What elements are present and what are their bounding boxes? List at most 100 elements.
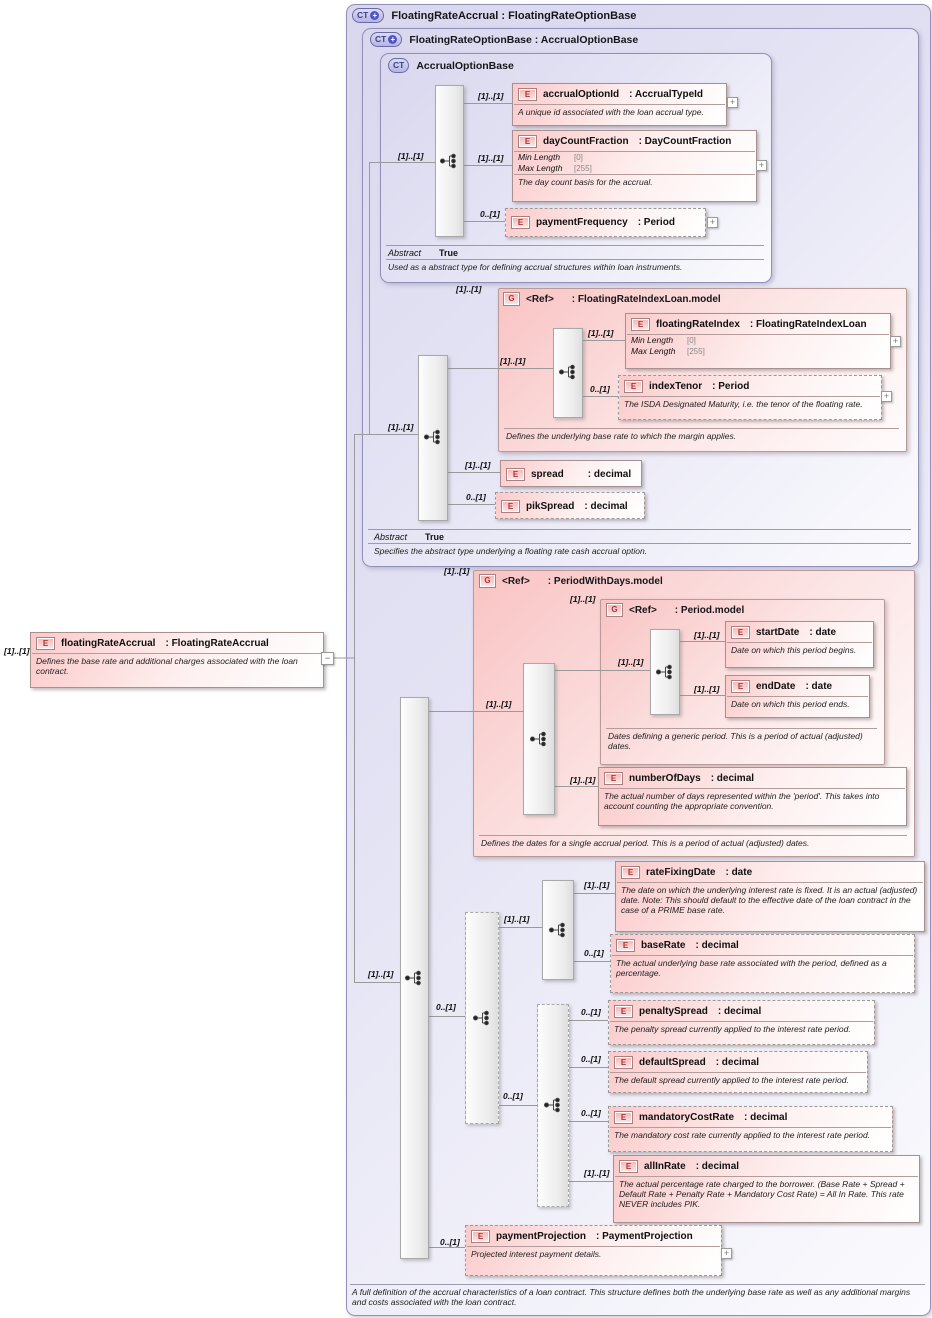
cardinality-label: [1]..[1] xyxy=(478,91,504,101)
element-accrualOptionId[interactable]: E accrualOptionId: AccrualTypeId A uniqu… xyxy=(512,83,727,126)
element-name: defaultSpread xyxy=(639,1056,706,1068)
element-allInRate[interactable]: E allInRate: decimal The actual percenta… xyxy=(613,1155,920,1223)
element-description: The penalty spread currently applied to … xyxy=(614,1024,851,1034)
element-indexTenor[interactable]: E indexTenor: Period The ISDA Designated… xyxy=(618,375,882,420)
cardinality-label: 0..[1] xyxy=(584,948,604,958)
element-pikSpread[interactable]: E pikSpread: decimal xyxy=(495,492,645,519)
sequence-bar-optional-rates xyxy=(465,912,499,1124)
element-type: : PaymentProjection xyxy=(596,1230,693,1242)
element-defaultSpread[interactable]: E defaultSpread: decimal The default spr… xyxy=(608,1051,868,1093)
expand-icon[interactable]: + xyxy=(881,391,892,402)
element-name: accrualOptionId xyxy=(543,88,620,100)
element-paymentProjection[interactable]: E paymentProjection : PaymentProjection P… xyxy=(465,1225,722,1276)
element-spread[interactable]: E spread: decimal xyxy=(500,460,642,487)
element-description: Projected interest payment details. xyxy=(471,1249,602,1259)
cardinality-label: [1]..[1] xyxy=(444,566,470,576)
group-icon: G xyxy=(606,603,623,617)
cardinality-label: [1]..[1] xyxy=(456,284,482,294)
element-icon: E xyxy=(631,317,650,331)
element-name: startDate xyxy=(756,626,800,638)
cardinality-label: [1]..[1] xyxy=(584,1168,610,1178)
element-type: : decimal xyxy=(695,939,739,951)
cardinality-label: [1]..[1] xyxy=(388,422,414,432)
element-icon: E xyxy=(518,134,537,148)
element-type: : decimal xyxy=(710,772,755,784)
expand-icon[interactable]: + xyxy=(890,336,901,347)
complextype-icon: CT xyxy=(388,58,410,73)
sequence-icon xyxy=(530,731,546,747)
group-icon: G xyxy=(479,574,496,588)
cardinality-label: 0..[1] xyxy=(436,1002,456,1012)
complextype-icon: CT+ xyxy=(370,32,403,47)
element-name: mandatoryCostRate xyxy=(639,1111,735,1123)
element-icon: E xyxy=(619,1159,638,1173)
element-type: : decimal xyxy=(744,1111,788,1123)
element-name: indexTenor xyxy=(649,380,703,392)
element-type: : Period xyxy=(637,216,675,228)
sequence-icon xyxy=(559,364,575,380)
sequence-icon xyxy=(473,1010,489,1026)
element-icon: E xyxy=(621,865,640,879)
element-type: : DayCountFraction xyxy=(638,135,732,147)
title-group-FloatingRateIndexLoan-model[interactable]: G <Ref> : FloatingRateIndexLoan.model xyxy=(503,292,721,306)
element-rateFixingDate[interactable]: E rateFixingDate: date The date on which… xyxy=(615,861,925,932)
element-type: : date xyxy=(725,866,753,878)
element-name: numberOfDays xyxy=(629,772,701,784)
complextype-description: A full definition of the accrual charact… xyxy=(352,1287,911,1307)
sequence-icon xyxy=(424,429,440,445)
element-name: paymentProjection xyxy=(496,1230,587,1242)
complextype-title: AccrualOptionBase xyxy=(416,59,514,72)
cardinality-label: 0..[1] xyxy=(581,1007,601,1017)
complextype-description: Used as a abstract type for defining acc… xyxy=(388,262,683,272)
element-baseRate[interactable]: E baseRate: decimal The actual underlyin… xyxy=(610,934,915,993)
element-penaltySpread[interactable]: E penaltySpread: decimal The penalty spr… xyxy=(608,1000,875,1045)
element-icon: E xyxy=(471,1229,490,1243)
group-icon: G xyxy=(503,292,520,306)
element-endDate[interactable]: E endDate: date Date on which this perio… xyxy=(725,675,870,718)
title-group-PeriodWithDays-model[interactable]: G <Ref> : PeriodWithDays.model xyxy=(479,574,663,588)
divider xyxy=(479,835,907,836)
element-description: Date on which this period begins. xyxy=(731,645,857,655)
element-dayCountFraction[interactable]: E dayCountFraction: DayCountFraction Min… xyxy=(512,130,757,202)
derived-plus-icon: + xyxy=(388,35,398,44)
expand-icon[interactable]: + xyxy=(727,97,738,108)
divider xyxy=(504,428,899,429)
element-icon: E xyxy=(616,938,635,952)
expand-icon[interactable]: + xyxy=(756,160,767,171)
sequence-icon xyxy=(656,664,672,680)
element-mandatoryCostRate[interactable]: E mandatoryCostRate: decimal The mandato… xyxy=(608,1106,893,1152)
element-name: allInRate xyxy=(644,1160,686,1172)
cardinality-label: [1]..[1] xyxy=(398,151,424,161)
element-startDate[interactable]: E startDate: date Date on which this per… xyxy=(725,621,874,668)
cardinality-label: [1]..[1] xyxy=(588,328,614,338)
facet-row: Max Length[255] xyxy=(518,162,592,173)
element-floatingRateAccrual[interactable]: E floatingRateAccrual: FloatingRateAccru… xyxy=(30,632,324,688)
element-type: : date xyxy=(809,626,837,638)
title-FloatingRateAccrual[interactable]: CT+ FloatingRateAccrual : FloatingRateOp… xyxy=(352,8,636,23)
element-floatingRateIndex[interactable]: E floatingRateIndex: FloatingRateIndexLo… xyxy=(625,313,891,369)
cardinality-label: 0..[1] xyxy=(466,492,486,502)
cardinality-label: 0..[1] xyxy=(480,209,500,219)
facet-row: Max Length[255] xyxy=(631,345,705,356)
cardinality-label: 0..[1] xyxy=(440,1237,460,1247)
cardinality-label: [1]..[1] xyxy=(694,630,720,640)
cardinality-label: [1]..[1] xyxy=(584,880,610,890)
group-type: : PeriodWithDays.model xyxy=(547,575,663,587)
element-icon: E xyxy=(614,1004,633,1018)
divider xyxy=(368,529,911,530)
facet-row: Min Length[0] xyxy=(518,152,583,162)
expand-icon[interactable]: + xyxy=(707,217,718,228)
divider xyxy=(350,1284,925,1285)
element-numberOfDays[interactable]: E numberOfDays: decimal The actual numbe… xyxy=(598,767,907,826)
collapse-icon[interactable]: − xyxy=(321,652,334,665)
group-type: : FloatingRateIndexLoan.model xyxy=(571,293,721,305)
title-group-Period-model[interactable]: G <Ref> : Period.model xyxy=(606,603,744,617)
element-icon: E xyxy=(36,636,55,650)
element-type: : AccrualTypeId xyxy=(629,88,704,100)
element-paymentFrequency[interactable]: E paymentFrequency: Period xyxy=(505,208,706,237)
title-FloatingRateOptionBase[interactable]: CT+ FloatingRateOptionBase : AccrualOpti… xyxy=(370,32,638,47)
expand-icon[interactable]: + xyxy=(721,1248,732,1259)
title-AccrualOptionBase[interactable]: CT AccrualOptionBase xyxy=(388,58,514,73)
